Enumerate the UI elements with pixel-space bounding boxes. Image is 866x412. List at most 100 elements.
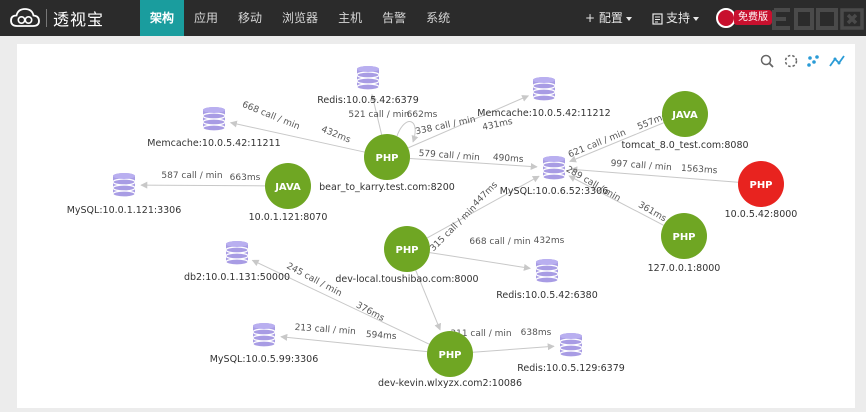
- node-label: 127.0.0.1:8000: [648, 263, 721, 274]
- app-logo[interactable]: 透视宝: [10, 5, 104, 31]
- edge-call-rate-label: 587 call / min: [161, 171, 222, 181]
- edge-response-time-label: 490ms: [493, 153, 525, 165]
- logo-text: 透视宝: [53, 10, 105, 29]
- edge-devlocal-to-devkevin[interactable]: [415, 270, 441, 331]
- edge-response-time-label: 361ms: [636, 200, 668, 224]
- nav-item-browser[interactable]: 浏览器: [282, 11, 319, 25]
- nav-item-mobile[interactable]: 移动: [238, 11, 263, 25]
- search-icon[interactable]: [758, 52, 778, 70]
- node-bear[interactable]: PHP bear_to_karry.test.com:8200: [319, 134, 455, 193]
- edge-response-time-label: 662ms: [407, 110, 438, 120]
- node-type-text: PHP: [672, 232, 695, 243]
- cluster-icon[interactable]: [804, 52, 824, 70]
- node-type-text: PHP: [749, 180, 772, 191]
- edge-response-time-label: 432ms: [320, 125, 352, 146]
- edge-local127-to-mysql52[interactable]: [568, 175, 664, 226]
- node-label: db2:10.0.1.131:50000: [184, 272, 290, 283]
- node-label: Redis:10.0.5.42:6380: [496, 290, 598, 301]
- nav-item-system[interactable]: 系统: [426, 11, 451, 25]
- node-label: Memcache:10.0.5.42:11212: [477, 108, 610, 119]
- edge-java121-to-mysql121[interactable]: [140, 181, 266, 189]
- edge-call-rate-label: 579 call / min: [418, 149, 480, 163]
- edge-bear-to-redis6379[interactable]: [370, 93, 383, 135]
- node-label: 10.0.5.42:8000: [725, 209, 798, 220]
- document-icon: [652, 12, 663, 25]
- config-menu[interactable]: + 配置: [585, 0, 632, 36]
- node-tomcat[interactable]: JAVA tomcat_8.0_test.com:8080: [621, 91, 749, 151]
- node-java121[interactable]: JAVA 10.0.1.121:8070: [249, 163, 328, 223]
- edge-call-rate-label: 668 call / min: [240, 100, 301, 132]
- edge-response-time-label: 447ms: [471, 180, 500, 209]
- node-memcache11212[interactable]: Memcache:10.0.5.42:11212: [477, 77, 611, 119]
- node-label: MySQL:10.0.5.99:3306: [210, 354, 319, 365]
- trend-icon[interactable]: [827, 52, 847, 70]
- edge-response-time-label: 594ms: [366, 330, 398, 342]
- edge-response-time-label: 663ms: [230, 173, 261, 183]
- nav-item-alerts[interactable]: 告警: [382, 11, 407, 25]
- caret-down-icon: [625, 16, 632, 21]
- node-label: MySQL:10.0.1.121:3306: [67, 205, 182, 216]
- config-menu-label: + 配置: [585, 11, 623, 25]
- edge-tomcat-to-mysql52[interactable]: [569, 122, 664, 163]
- user-avatar[interactable]: [716, 8, 736, 28]
- edge-self-loop[interactable]: [396, 121, 419, 143]
- edge-bear-to-memcache11211[interactable]: [229, 120, 365, 153]
- logo-divider: [46, 9, 47, 27]
- node-label: Redis:10.0.5.42:6379: [317, 95, 419, 106]
- node-type-text: JAVA: [274, 182, 301, 193]
- edge-bear-to-memcache11212[interactable]: [407, 95, 530, 149]
- node-memcache11211[interactable]: Memcache:10.0.5.42:11211: [147, 107, 281, 149]
- node-label: tomcat_8.0_test.com:8080: [621, 140, 748, 151]
- node-db2[interactable]: db2:10.0.1.131:50000: [184, 241, 290, 283]
- watermark-logo: [770, 2, 866, 36]
- node-type-text: PHP: [438, 350, 461, 361]
- support-menu-label: 支持: [666, 11, 691, 25]
- node-redis6379[interactable]: Redis:10.0.5.42:6379: [317, 66, 419, 106]
- node-phpalert[interactable]: PHP 10.0.5.42:8000: [725, 161, 798, 220]
- node-type-text: PHP: [395, 245, 418, 256]
- node-redis6380[interactable]: Redis:10.0.5.42:6380: [496, 259, 598, 301]
- support-menu[interactable]: 支持: [652, 0, 700, 36]
- edge-response-time-label: 1563ms: [681, 164, 718, 177]
- edge-devkevin-to-redis129[interactable]: [472, 343, 555, 353]
- topology-toolbar: [755, 52, 847, 70]
- node-mysql52[interactable]: MySQL:10.0.6.52:3306: [500, 156, 609, 197]
- node-redis129[interactable]: Redis:10.0.5.129:6379: [517, 333, 625, 374]
- edge-response-time-label: 432ms: [534, 236, 565, 246]
- select-icon[interactable]: [781, 52, 801, 70]
- node-type-text: PHP: [375, 153, 398, 164]
- edge-devlocal-to-mysql52[interactable]: [426, 175, 540, 239]
- node-label: Redis:10.0.5.129:6379: [517, 363, 625, 374]
- nav-item-architecture[interactable]: 架构: [140, 0, 185, 36]
- edge-phpalert-to-mysql52[interactable]: [570, 166, 739, 183]
- edge-response-time-label: 376ms: [354, 301, 386, 324]
- edge-response-time-label: 638ms: [521, 328, 552, 338]
- top-navigation-bar: 透视宝 架构 应用 移动 浏览器 主机 告警 系统 + 配置 支持 免费版: [0, 0, 866, 36]
- node-local127[interactable]: PHP 127.0.0.1:8000: [648, 213, 721, 274]
- edge-call-rate-label: 668 call / min: [469, 237, 530, 247]
- node-mysql99[interactable]: MySQL:10.0.5.99:3306: [210, 323, 319, 365]
- free-edition-badge: 免费版: [734, 10, 772, 25]
- node-type-text: JAVA: [671, 110, 698, 121]
- edge-devlocal-to-redis6380[interactable]: [429, 252, 531, 271]
- caret-down-icon: [693, 16, 700, 21]
- node-mysql121[interactable]: MySQL:10.0.1.121:3306: [67, 173, 182, 216]
- watermark-image: [772, 8, 864, 30]
- edge-call-rate-label: 521 call / min: [348, 110, 409, 120]
- edge-devkevin-to-mysql99[interactable]: [280, 333, 428, 353]
- nav-item-hosts[interactable]: 主机: [338, 11, 363, 25]
- edge-bear-to-mysql52[interactable]: [409, 158, 538, 170]
- nav-item-applications[interactable]: 应用: [194, 11, 219, 25]
- node-label: bear_to_karry.test.com:8200: [319, 182, 455, 193]
- edge-devkevin-to-db2[interactable]: [251, 259, 430, 345]
- edge-call-rate-label: 621 call / min: [567, 128, 628, 160]
- edge-call-rate-label: 311 call / min: [450, 329, 511, 339]
- node-devlocal[interactable]: PHP dev-local.toushibao.com:8000: [335, 226, 479, 285]
- edge-call-rate-label: 997 call / min: [610, 159, 672, 173]
- node-label: dev-local.toushibao.com:8000: [335, 274, 478, 285]
- node-label: MySQL:10.0.6.52:3306: [500, 186, 609, 197]
- node-label: 10.0.1.121:8070: [249, 212, 328, 223]
